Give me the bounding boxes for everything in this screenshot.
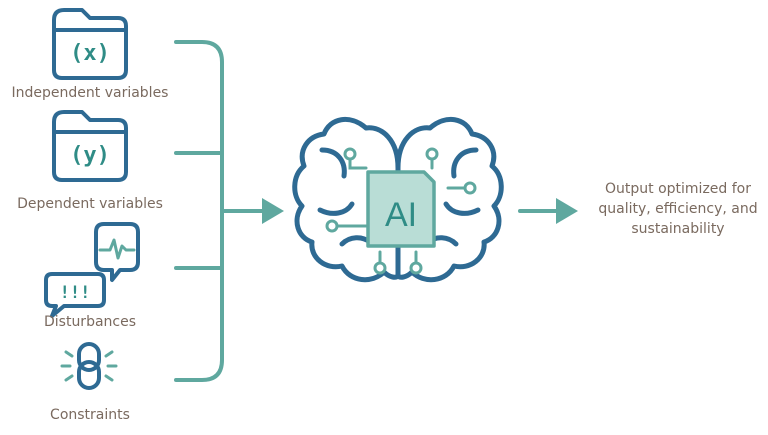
arrow-to-ai-icon [262,198,284,224]
arrow-to-output-icon [518,198,578,224]
dependent-symbol: (y) [70,143,110,168]
label-constraints: Constraints [50,407,130,423]
output-line-1: Output optimized for [605,181,751,197]
brain-chip-icon [292,117,504,283]
output-line-3: sustainability [631,221,725,237]
label-dependent-variables: Dependent variables [17,196,163,212]
ai-label: AI [385,196,417,234]
speech-bubbles-icon [44,222,140,318]
label-disturbances: Disturbances [43,314,137,330]
folder-icon [52,8,128,80]
folder-icon [52,110,128,182]
output-text: Output optimized for quality, efficiency… [588,179,768,239]
label-independent-variables: Independent variables [11,85,169,101]
input-bracket [174,40,264,382]
independent-symbol: (x) [70,41,110,66]
chain-link-icon [60,342,118,390]
output-line-2: quality, efficiency, and [598,201,758,217]
disturbance-symbol: !!! [60,283,91,303]
